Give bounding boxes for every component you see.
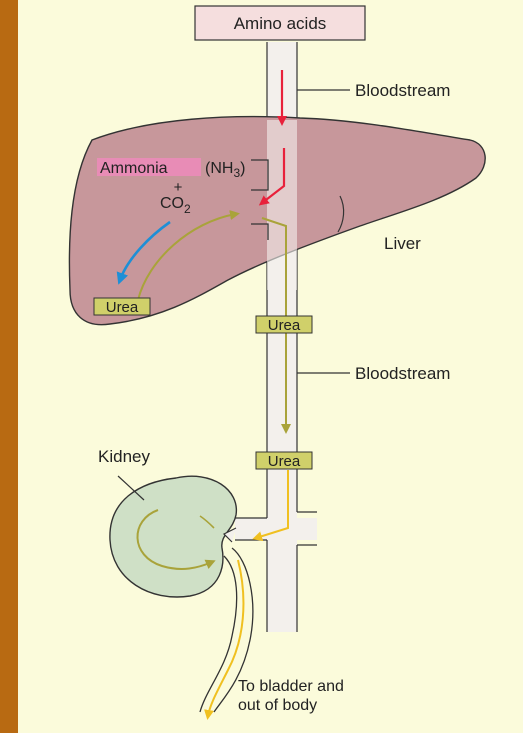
urea-vessel-lower-label: Urea <box>268 453 301 470</box>
urea-liver-label: Urea <box>106 299 139 316</box>
bladder-label-line1: To bladder and <box>238 678 344 695</box>
bloodstream-bottom-label: Bloodstream <box>355 364 450 383</box>
kidney-label: Kidney <box>98 447 150 466</box>
plus-label: + <box>174 179 183 196</box>
bladder-label-line2: out of body <box>238 697 317 714</box>
ammonia-label: Ammonia <box>100 160 168 177</box>
liver-label: Liver <box>384 234 421 253</box>
urea-vessel-upper-label: Urea <box>268 317 301 334</box>
bloodstream-top-label: Bloodstream <box>355 81 450 100</box>
amino-acids-label: Amino acids <box>234 14 327 33</box>
